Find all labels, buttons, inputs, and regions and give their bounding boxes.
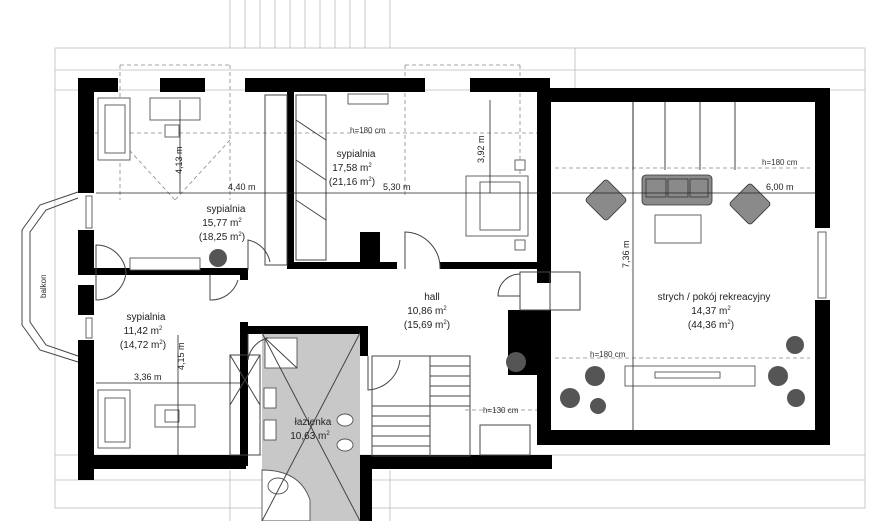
dimension-label: 6,00 m bbox=[766, 182, 794, 192]
svg-text:(18,25 m2): (18,25 m2) bbox=[199, 232, 245, 243]
svg-text:hall: hall bbox=[424, 292, 440, 303]
room-label-hall: hall 10,86 m2 (15,69 m2) bbox=[404, 292, 450, 331]
dimension-lines bbox=[96, 100, 815, 455]
height-label: h=130 cm bbox=[483, 406, 519, 415]
walls bbox=[78, 78, 830, 521]
dimension-label: 3,92 m bbox=[476, 135, 486, 163]
svg-text:(21,16 m2): (21,16 m2) bbox=[329, 177, 375, 188]
svg-text:10,63 m2: 10,63 m2 bbox=[290, 431, 330, 442]
svg-text:sypialnia: sypialnia bbox=[127, 312, 166, 323]
dimension-label: 4,40 m bbox=[228, 182, 256, 192]
svg-text:(14,72 m2): (14,72 m2) bbox=[120, 340, 166, 351]
dimension-label: 4,13 m bbox=[174, 146, 184, 174]
svg-text:17,58 m2: 17,58 m2 bbox=[332, 163, 372, 174]
bathroom-fixtures bbox=[261, 332, 361, 521]
svg-text:łazienka: łazienka bbox=[295, 417, 332, 428]
svg-text:(44,36 m2): (44,36 m2) bbox=[688, 320, 734, 331]
window bbox=[85, 317, 93, 339]
svg-text:15,77 m2: 15,77 m2 bbox=[202, 218, 242, 229]
height-label: h=180 cm bbox=[350, 126, 386, 135]
staircase bbox=[371, 271, 581, 457]
svg-text:sypialnia: sypialnia bbox=[207, 204, 246, 215]
desk bbox=[129, 93, 526, 428]
svg-text:10,86 m2: 10,86 m2 bbox=[407, 306, 447, 317]
window bbox=[85, 195, 93, 229]
bed bbox=[97, 97, 529, 449]
dimension-label: 3,36 m bbox=[134, 372, 162, 382]
balcony bbox=[21, 191, 79, 363]
room-label-attic: strych / pokój rekreacyjny 14,37 m2 (44,… bbox=[658, 292, 771, 331]
plant-icon bbox=[209, 249, 805, 414]
window bbox=[817, 231, 827, 299]
height-label: h=180 cm bbox=[762, 158, 798, 167]
room-label-bathroom: łazienka 10,63 m2 bbox=[290, 417, 332, 442]
svg-text:(15,69 m2): (15,69 m2) bbox=[404, 320, 450, 331]
height-label: h=180 cm bbox=[590, 350, 626, 359]
svg-text:11,42 m2: 11,42 m2 bbox=[124, 326, 163, 337]
wardrobe bbox=[229, 94, 327, 456]
dimension-label: 7,36 m bbox=[621, 240, 631, 268]
svg-text:sypialnia: sypialnia bbox=[337, 149, 376, 160]
room-label-bedroom-bottom-left: sypialnia 11,42 m2 (14,72 m2) bbox=[120, 312, 166, 351]
attic-furniture bbox=[585, 102, 771, 387]
dimension-label: 4,15 m bbox=[176, 342, 186, 370]
room-label-bedroom-mid-left: sypialnia 15,77 m2 (18,25 m2) bbox=[199, 204, 246, 243]
room-label-bedroom-top-right: sypialnia 17,58 m2 (21,16 m2) bbox=[329, 149, 376, 188]
svg-text:strych / pokój rekreacyjny: strych / pokój rekreacyjny bbox=[658, 292, 771, 303]
door bbox=[95, 231, 521, 391]
balcony-label: balkon bbox=[39, 274, 48, 298]
svg-text:14,37 m2: 14,37 m2 bbox=[691, 306, 731, 317]
dimension-label: 5,30 m bbox=[383, 182, 411, 192]
